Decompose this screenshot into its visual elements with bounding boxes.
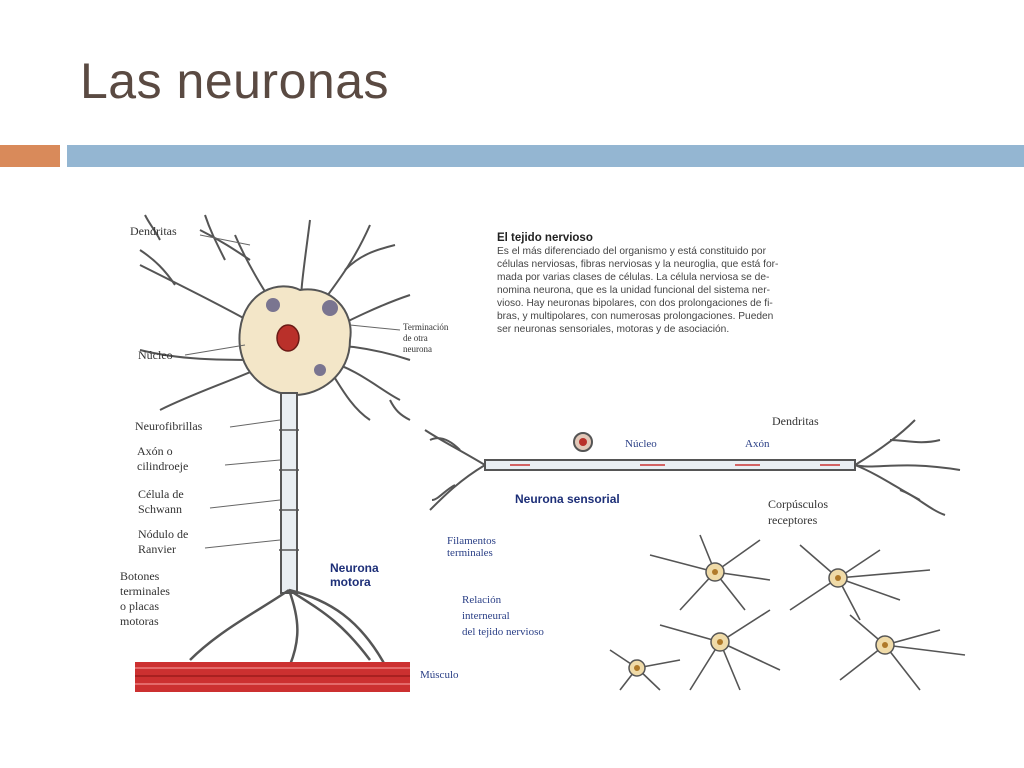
- interneural-network: [609, 534, 966, 691]
- label-neurona-motora: Neurona: [330, 561, 379, 575]
- paragraph-heading: El tejido nervioso: [497, 232, 593, 244]
- accent-bar-blue: [67, 145, 1024, 167]
- label-sens-dendritas: Dendritas: [772, 414, 819, 428]
- label-botones: Botones: [120, 569, 160, 583]
- label-neurona-sensorial: Neurona sensorial: [515, 492, 620, 506]
- axon-terminals: [189, 588, 387, 666]
- label-musculo: Músculo: [420, 669, 459, 681]
- slide-title: Las neuronas: [80, 53, 390, 109]
- label-corpusculos: Corpúsculos: [768, 497, 828, 511]
- sensory-neuron: [424, 419, 961, 516]
- label-botones: terminales: [120, 584, 170, 598]
- paragraph-line: bras, y multipolares, con numerosas prol…: [497, 311, 774, 322]
- label-dendritas: Dendritas: [130, 224, 177, 238]
- label-schwann: Célula de: [138, 487, 184, 501]
- label-corpusculos: receptores: [768, 513, 818, 527]
- label-relacion: Relación: [462, 594, 502, 606]
- schwann-segments: [279, 429, 299, 551]
- label-botones: motoras: [120, 614, 159, 628]
- label-terminacion: Terminación: [403, 322, 449, 332]
- paragraph-line: células nerviosas, fibras nerviosas y la…: [497, 259, 779, 270]
- label-relacion: del tejido nervioso: [462, 626, 544, 638]
- muscle: [135, 662, 410, 692]
- sensory-nucleus: [579, 438, 587, 446]
- label-ranvier: Nódulo de: [138, 527, 188, 541]
- label-nucleo: Núcleo: [138, 348, 173, 362]
- label-axon: Axón o: [137, 444, 173, 458]
- organelle: [314, 364, 326, 376]
- accent-bar-orange: [0, 145, 60, 167]
- label-terminacion: de otra: [403, 333, 428, 343]
- label-botones: o placas: [120, 599, 159, 613]
- paragraph-line: nomina neurona, que es la unidad funcion…: [497, 285, 770, 296]
- label-neurona-motora: motora: [330, 575, 371, 589]
- label-schwann: Schwann: [138, 502, 182, 516]
- organelle: [322, 300, 338, 316]
- label-axon: cilindroeje: [137, 459, 188, 473]
- label-filamentos: Filamentos: [447, 535, 496, 547]
- axon: [280, 392, 298, 594]
- neuron-diagram: Dendritas Terminación de otra neurona Nú…: [120, 214, 966, 692]
- paragraph-line: ser neuronas sensoriales, motoras y de a…: [497, 324, 730, 335]
- paragraph-line: Es el más diferenciado del organismo y e…: [497, 246, 766, 257]
- label-neurofibrillas: Neurofibrillas: [135, 419, 203, 433]
- paragraph-line: mada por varias clases de células. La cé…: [497, 272, 770, 283]
- description-paragraph: El tejido nervioso Es el más diferenciad…: [497, 232, 972, 336]
- label-sens-nucleo: Núcleo: [625, 438, 657, 450]
- label-relacion: interneural: [462, 610, 510, 622]
- label-sens-axon: Axón: [745, 438, 770, 450]
- label-filamentos: terminales: [447, 547, 493, 559]
- nucleus: [276, 324, 300, 352]
- leader-lines: [184, 234, 401, 549]
- paragraph-line: vioso. Hay neuronas bipolares, con dos p…: [497, 298, 773, 309]
- interneural-nuclei: [634, 569, 888, 671]
- label-ranvier: Ranvier: [138, 542, 176, 556]
- label-terminacion: neurona: [403, 344, 432, 354]
- organelle: [266, 298, 280, 312]
